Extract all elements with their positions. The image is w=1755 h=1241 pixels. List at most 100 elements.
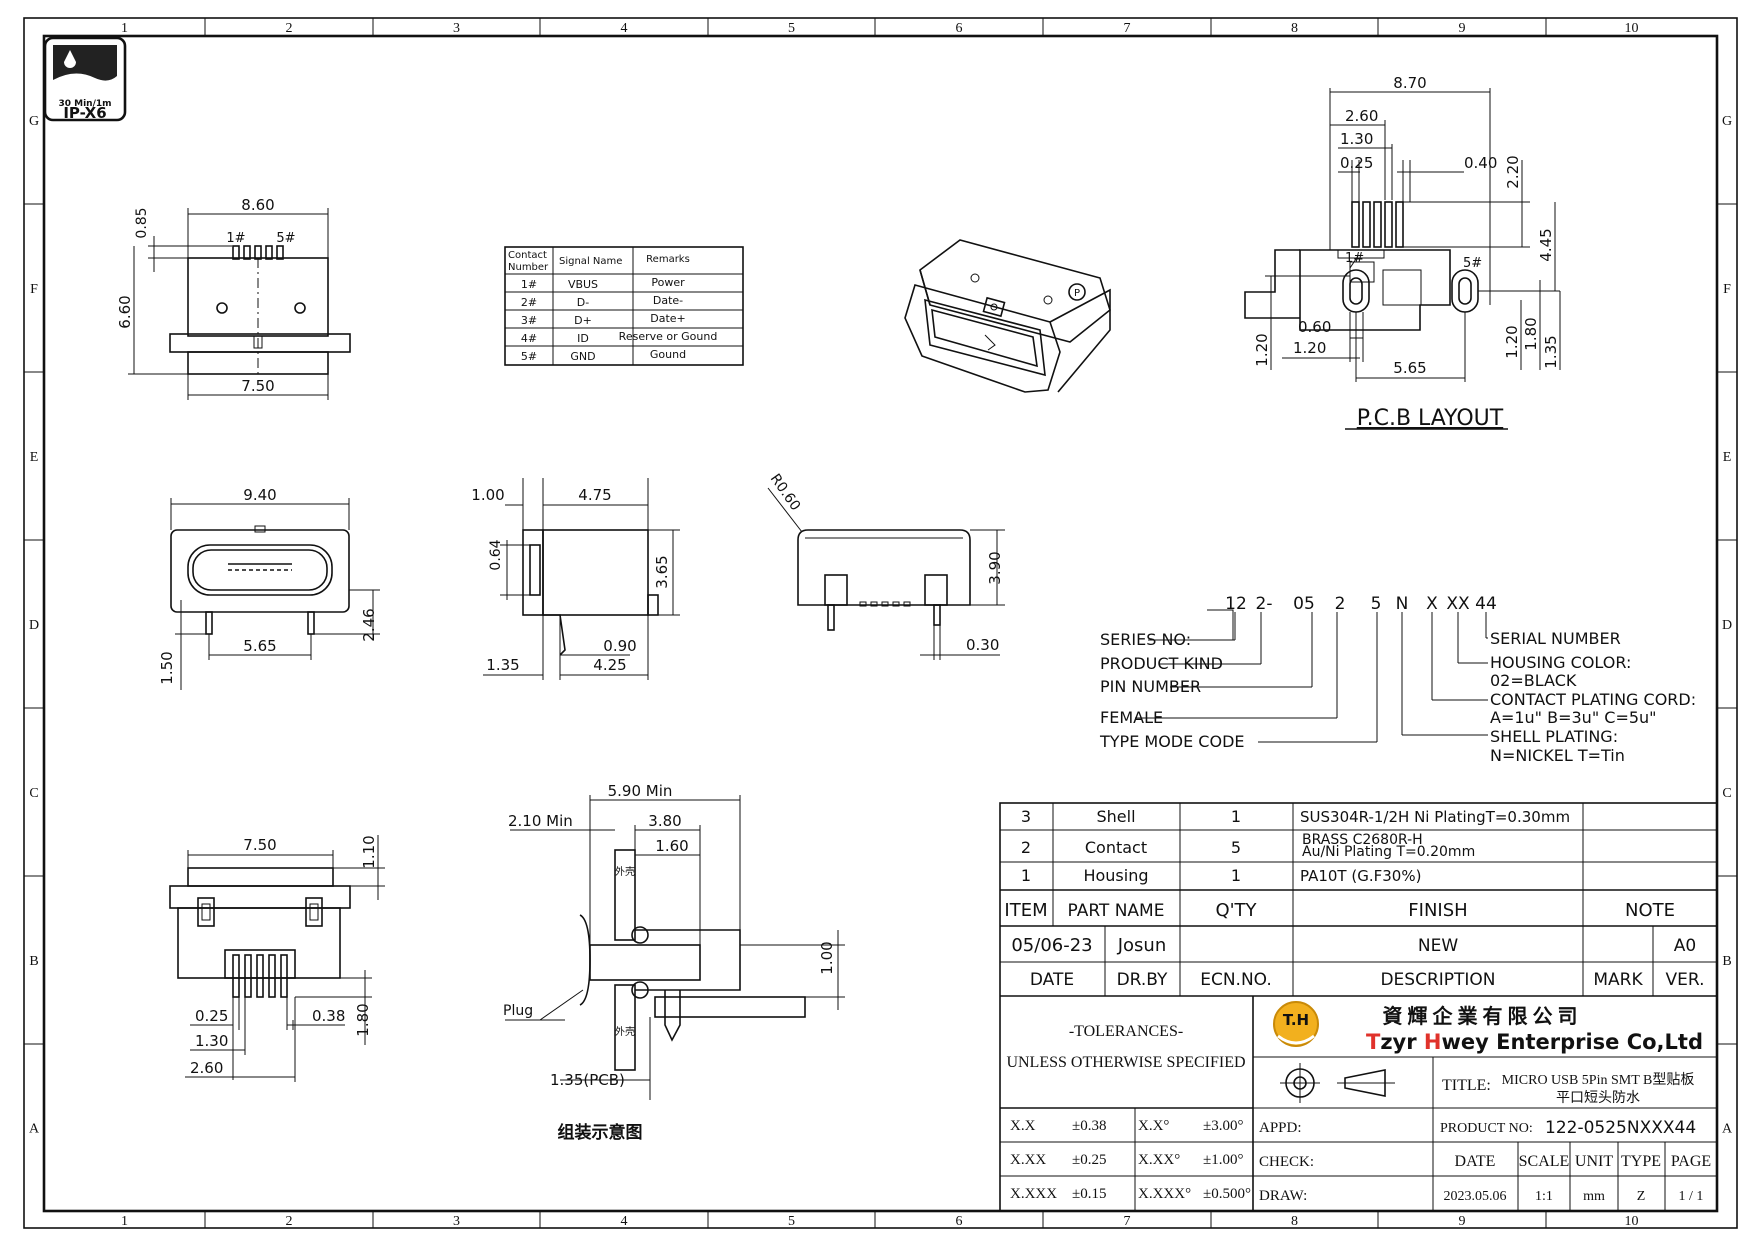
grid-row-label: G (29, 114, 39, 129)
grid-row-label: F (1723, 282, 1731, 297)
svg-text:1.80: 1.80 (1522, 317, 1540, 350)
svg-text:Q'TY: Q'TY (1215, 900, 1257, 921)
tb-value: mm (1583, 1189, 1605, 1204)
code-token: XX (1446, 594, 1470, 614)
signal-name: VBUS (568, 278, 598, 291)
bom-part: Contact (1085, 838, 1147, 857)
code-token: 2 (1335, 594, 1346, 614)
svg-text:R0.60: R0.60 (767, 471, 804, 514)
svg-text:ECN.NO.: ECN.NO. (1200, 970, 1272, 990)
outer-frame (23, 17, 1738, 1229)
svg-text:Tzyr Hwey Enterprise Co,Ltd: Tzyr Hwey Enterprise Co,Ltd (1366, 1030, 1703, 1054)
svg-text:0.90: 0.90 (603, 637, 636, 655)
signal-name: D+ (574, 314, 592, 327)
svg-text:0.60: 0.60 (1298, 318, 1331, 336)
bom-item: 1 (1021, 866, 1031, 885)
svg-text:T.H: T.H (1283, 1011, 1309, 1029)
code-left-label: SERIES NO: (1100, 630, 1191, 649)
svg-text:3.80: 3.80 (648, 812, 681, 830)
grid-col-label: 1 (121, 21, 128, 36)
bom-finish: PA10T (G.F30%) (1300, 867, 1421, 885)
svg-text:05/06-23: 05/06-23 (1011, 935, 1092, 956)
tol-value: ±0.25 (1072, 1152, 1106, 1168)
svg-text:Signal Name: Signal Name (559, 256, 622, 267)
svg-text:資 輝 企 業 有 限 公 司: 資 輝 企 業 有 限 公 司 (1383, 1004, 1578, 1028)
bom-finish: Au/Ni Plating T=0.20mm (1302, 844, 1475, 860)
tol-key: X.XX (1010, 1152, 1046, 1168)
svg-text:5.65: 5.65 (1393, 359, 1426, 377)
svg-text:5#: 5# (1463, 256, 1482, 271)
svg-text:1.10: 1.10 (360, 835, 378, 868)
svg-text:APPD:: APPD: (1259, 1120, 1302, 1136)
svg-text:0.40: 0.40 (1464, 154, 1497, 172)
svg-text:8.70: 8.70 (1393, 74, 1426, 92)
svg-text:0.85: 0.85 (134, 207, 150, 238)
pin-number: 3# (521, 314, 537, 327)
tol-key: X.XXX° (1138, 1186, 1191, 1202)
grid-row-label: C (29, 786, 38, 801)
isometric-view: P (904, 239, 1111, 393)
svg-text:0.38: 0.38 (312, 1007, 345, 1025)
svg-text:2.46: 2.46 (360, 608, 378, 641)
tol-key: X.XXX (1010, 1186, 1057, 1202)
bom-qty: 1 (1231, 866, 1241, 885)
grid-row-label: C (1722, 786, 1731, 801)
code-token: X (1426, 594, 1438, 614)
pin-number: 1# (521, 278, 537, 291)
svg-text:Remarks: Remarks (646, 254, 690, 265)
water-drop-icon (64, 50, 76, 68)
inner-frame (42, 34, 1719, 1213)
tol-key: X.X° (1138, 1118, 1169, 1134)
grid-col-label: 1 (121, 1214, 128, 1229)
code-right-label: SERIAL NUMBER (1490, 629, 1621, 648)
pin-remark: Date- (653, 294, 683, 307)
svg-text:TITLE:: TITLE: (1442, 1077, 1491, 1094)
grid-col-label: 10 (1625, 21, 1639, 36)
svg-text:3.65: 3.65 (653, 555, 671, 588)
svg-text:2.20: 2.20 (1504, 155, 1522, 188)
tb-value: Z (1637, 1189, 1646, 1204)
code-left-label: PIN NUMBER (1100, 677, 1201, 696)
svg-text:4.45: 4.45 (1537, 228, 1555, 261)
svg-text:3.90: 3.90 (986, 551, 1004, 584)
svg-text:-TOLERANCES-: -TOLERANCES- (1069, 1023, 1183, 1040)
pin-number: 4# (521, 332, 537, 345)
rear-view: R0.60 3.90 0.30 (767, 471, 1005, 660)
svg-text:ITEM: ITEM (1004, 900, 1047, 921)
grid-row-label: A (1722, 1122, 1733, 1137)
code-right-label: SHELL PLATING: (1490, 727, 1618, 746)
grid-col-label: 9 (1459, 1214, 1466, 1229)
svg-text:CHECK:: CHECK: (1259, 1154, 1314, 1170)
svg-text:2.10 Min: 2.10 Min (508, 812, 573, 830)
tol-key: X.XX° (1138, 1152, 1180, 1168)
tb-value: 2023.05.06 (1444, 1189, 1507, 1204)
svg-text:30 Min/1m: 30 Min/1m (58, 99, 111, 109)
svg-text:0.25: 0.25 (195, 1007, 228, 1025)
svg-text:Josun: Josun (1117, 935, 1167, 956)
svg-text:1.20: 1.20 (1253, 333, 1271, 366)
code-token: 05 (1293, 594, 1315, 614)
tol-value: ±0.15 (1072, 1186, 1106, 1202)
code-token: N (1396, 594, 1409, 614)
svg-text:Number: Number (508, 262, 549, 273)
svg-text:1.35: 1.35 (486, 656, 519, 674)
grid-col-label: 3 (453, 21, 460, 36)
code-right-label: A=1u" B=3u" C=5u" (1490, 708, 1657, 727)
svg-text:P.C.B LAYOUT: P.C.B LAYOUT (1357, 406, 1504, 431)
svg-text:1.00: 1.00 (471, 486, 504, 504)
code-right-label: N=NICKEL T=Tin (1490, 746, 1625, 765)
bottom-view: 7.50 1.10 0.25 0.38 1.30 2.60 1.80 (169, 835, 385, 1082)
svg-text:P: P (1074, 288, 1080, 299)
svg-text:1.30: 1.30 (1340, 130, 1373, 148)
svg-text:122-0525NXXX44: 122-0525NXXX44 (1545, 1118, 1696, 1138)
tol-key: X.X (1010, 1118, 1036, 1134)
svg-text:UNLESS OTHERWISE SPECIFIED: UNLESS OTHERWISE SPECIFIED (1006, 1054, 1245, 1071)
bom-qty: 1 (1231, 807, 1241, 826)
ip-badge: 30 Min/1m IP-X6 (43, 36, 127, 122)
tb-head: PAGE (1671, 1153, 1711, 1170)
svg-text:PART NAME: PART NAME (1068, 901, 1165, 921)
